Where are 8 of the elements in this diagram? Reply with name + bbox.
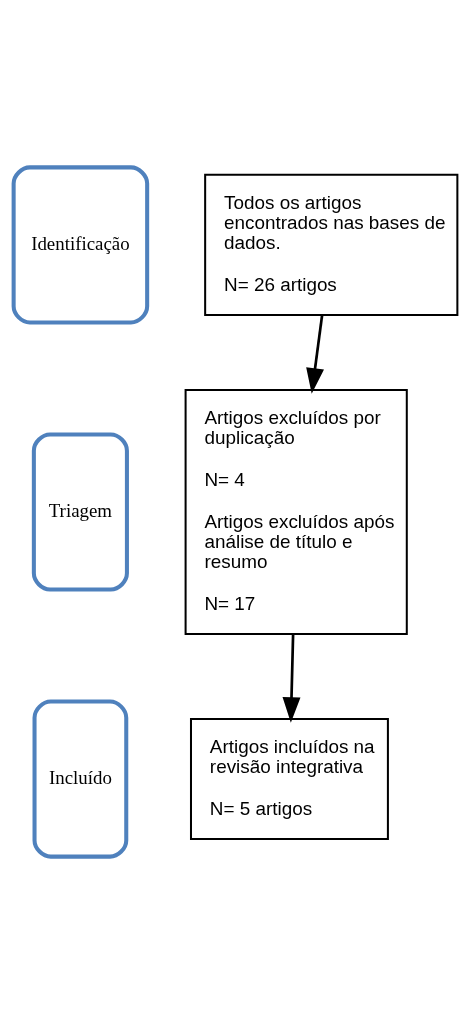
node-box: Todos os artigos encontrados nas bases de dados. N= 26 artigos	[204, 173, 459, 316]
node-box: Artigos incluídos na revisão integrativa N= 5 artigos	[190, 717, 389, 840]
node-box: Triagem	[31, 431, 129, 592]
node-box: Identificação	[11, 164, 150, 325]
node-box: Artigos excluídos por duplicação N= 4 Artigos excluídos após análise de título e resumo N= 17	[184, 388, 408, 635]
node-box: Incluído	[32, 698, 129, 859]
arrow	[306, 314, 324, 394]
arrow	[282, 633, 301, 723]
